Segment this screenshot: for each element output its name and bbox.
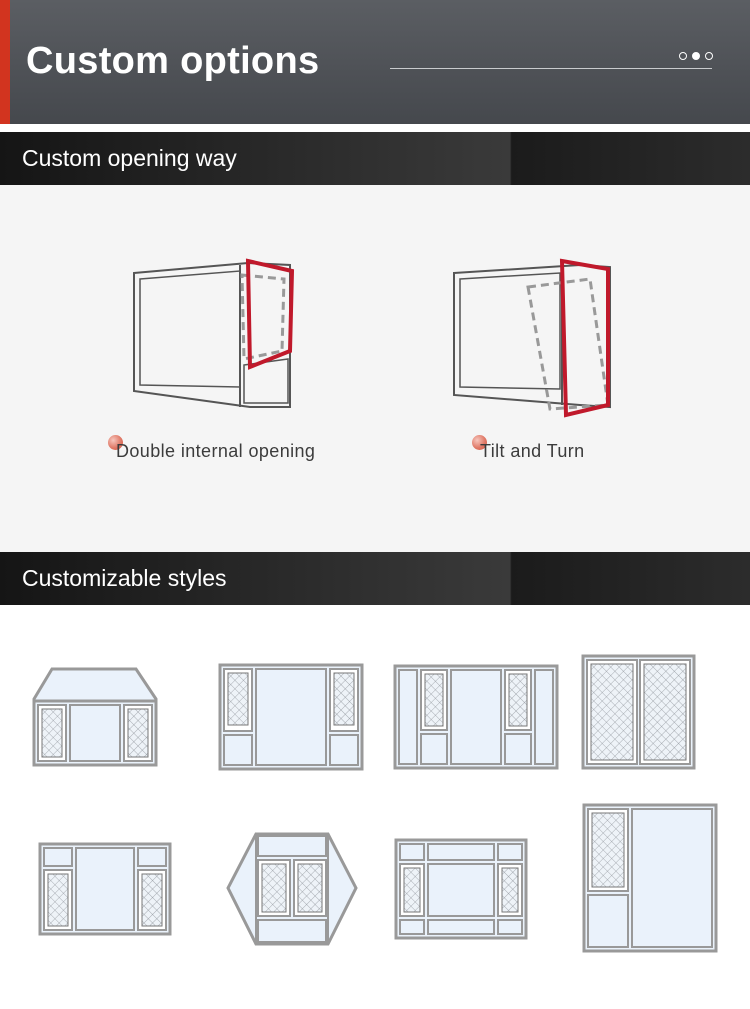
header-banner: Custom options [0, 0, 750, 124]
option-label: Tilt and Turn [480, 441, 585, 461]
section-title: Custom opening way [22, 145, 237, 171]
opening-panel: Double internal opening Tilt and Turn [0, 185, 750, 552]
pagination-dots [679, 52, 713, 60]
section-header-opening: Custom opening way [0, 132, 750, 185]
window-style-5 [38, 842, 172, 936]
dot [679, 52, 687, 60]
bullet-icon [108, 435, 123, 450]
window-style-3 [393, 664, 559, 770]
dot [705, 52, 713, 60]
double-internal-opening-icon [133, 258, 295, 408]
section-header-styles: Customizable styles [0, 552, 750, 605]
page-title: Custom options [26, 40, 320, 82]
window-style-6 [226, 832, 358, 946]
window-style-1 [32, 667, 158, 767]
header-divider [390, 68, 712, 69]
bullet-icon [472, 435, 487, 450]
window-style-4 [581, 654, 696, 770]
option-label: Double internal opening [116, 441, 316, 461]
spacer [0, 124, 750, 132]
dot-active [692, 52, 700, 60]
window-style-7 [394, 838, 528, 940]
tilt-and-turn-icon [453, 258, 611, 418]
window-style-2 [218, 663, 364, 771]
section-title: Customizable styles [22, 565, 227, 591]
window-style-8 [582, 803, 718, 953]
accent-bar [0, 0, 10, 124]
